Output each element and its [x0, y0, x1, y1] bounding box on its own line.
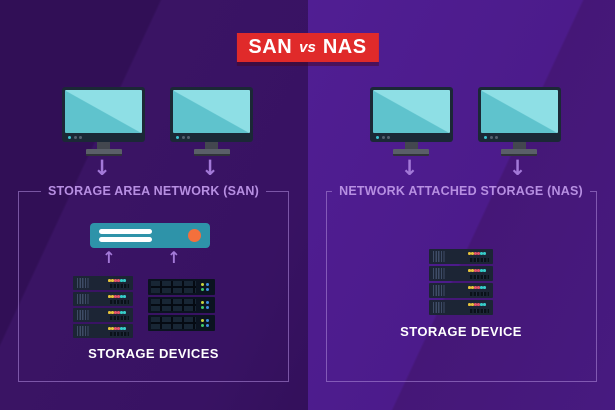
san-network-box-header: STORAGE AREA NETWORK (SAN): [18, 184, 289, 198]
server-unit: [73, 276, 133, 290]
server-unit: [429, 300, 493, 315]
nas-network-label: NETWORK ATTACHED STORAGE (NAS): [339, 184, 583, 198]
monitor-icon: [477, 87, 561, 156]
title-san: SAN: [248, 36, 293, 58]
server-led-icons: [108, 311, 111, 314]
server-led-icons: [108, 295, 111, 298]
nas-network-box: NETWORK ATTACHED STORAGE (NAS) STORAGE D…: [325, 184, 597, 382]
title-vs: vs: [299, 39, 316, 56]
storage-stack: [429, 249, 493, 317]
monitor-indicator-dots: [483, 136, 487, 139]
server-led-icons: [201, 283, 204, 286]
down-arrow-icon: ↓: [400, 156, 419, 180]
server-unit: [73, 308, 133, 322]
server-led-icons: [108, 279, 111, 282]
monitor-screen: [480, 90, 558, 133]
switch-led-icon: [188, 229, 201, 242]
san-network-label: STORAGE AREA NETWORK (SAN): [48, 184, 259, 198]
monitor-indicator-dots: [68, 136, 71, 139]
monitor-screen: [372, 90, 450, 133]
switch-slot: [99, 229, 152, 234]
server-led-icons: [201, 319, 204, 322]
monitor-base: [393, 149, 429, 156]
nas-devices-label: STORAGE DEVICE: [400, 324, 522, 339]
monitor-stand: [97, 142, 110, 149]
monitor-base: [193, 149, 230, 156]
san-devices-label: STORAGE DEVICES: [88, 346, 219, 361]
monitor-stand: [512, 142, 526, 149]
monitor-icon: [170, 87, 253, 156]
monitor-indicator-dots: [375, 136, 379, 139]
title-banner: SAN vs NAS: [236, 33, 379, 62]
monitor-icon: [369, 87, 453, 156]
down-arrow-icon: ↓: [93, 156, 111, 180]
down-arrow-icon: ↓: [508, 156, 527, 180]
server-unit: [429, 283, 493, 298]
monitor-bezel: [170, 87, 253, 142]
monitor-stand: [205, 142, 218, 149]
monitor-indicator-dots: [176, 136, 179, 139]
monitor-base: [501, 149, 537, 156]
monitor-icon: [62, 87, 145, 156]
up-arrow-icon: ↑: [102, 248, 116, 267]
storage-stack: [148, 279, 215, 333]
server-unit: [73, 292, 133, 306]
monitor-screen: [173, 90, 250, 133]
server-unit: [73, 324, 133, 338]
san-section: ↓ ↓ STORAGE AREA NETWORK (SAN) ↑ ↑: [0, 0, 308, 410]
up-arrow-icon: ↑: [167, 248, 181, 267]
nas-section: ↓ ↓ NETWORK ATTACHED STORAGE (NAS) STORA…: [308, 0, 615, 410]
nas-background-panel: [307, 0, 615, 410]
server-led-icons: [108, 327, 111, 330]
monitor-screen: [65, 90, 142, 133]
san-background-panel: [0, 0, 308, 410]
monitor-bezel: [477, 87, 561, 142]
nas-network-box-header: NETWORK ATTACHED STORAGE (NAS): [326, 184, 597, 198]
title-nas: NAS: [322, 36, 367, 58]
server-led-icons: [201, 301, 204, 304]
monitor-stand: [404, 142, 418, 149]
server-unit: [429, 266, 493, 281]
server-unit: [429, 249, 493, 264]
monitor-bezel: [62, 87, 145, 142]
san-switch-icon: [90, 223, 210, 248]
storage-stack: [73, 276, 133, 340]
san-network-box: STORAGE AREA NETWORK (SAN) ↑ ↑ STORAGE: [18, 184, 289, 382]
monitor-base: [85, 149, 122, 156]
server-unit: [148, 315, 215, 331]
server-unit: [148, 279, 215, 295]
switch-slot: [99, 237, 152, 242]
server-led-icons: [468, 303, 471, 306]
server-led-icons: [468, 269, 471, 272]
server-led-icons: [468, 252, 471, 255]
down-arrow-icon: ↓: [201, 156, 219, 180]
server-unit: [148, 297, 215, 313]
server-led-icons: [468, 286, 471, 289]
monitor-bezel: [369, 87, 453, 142]
